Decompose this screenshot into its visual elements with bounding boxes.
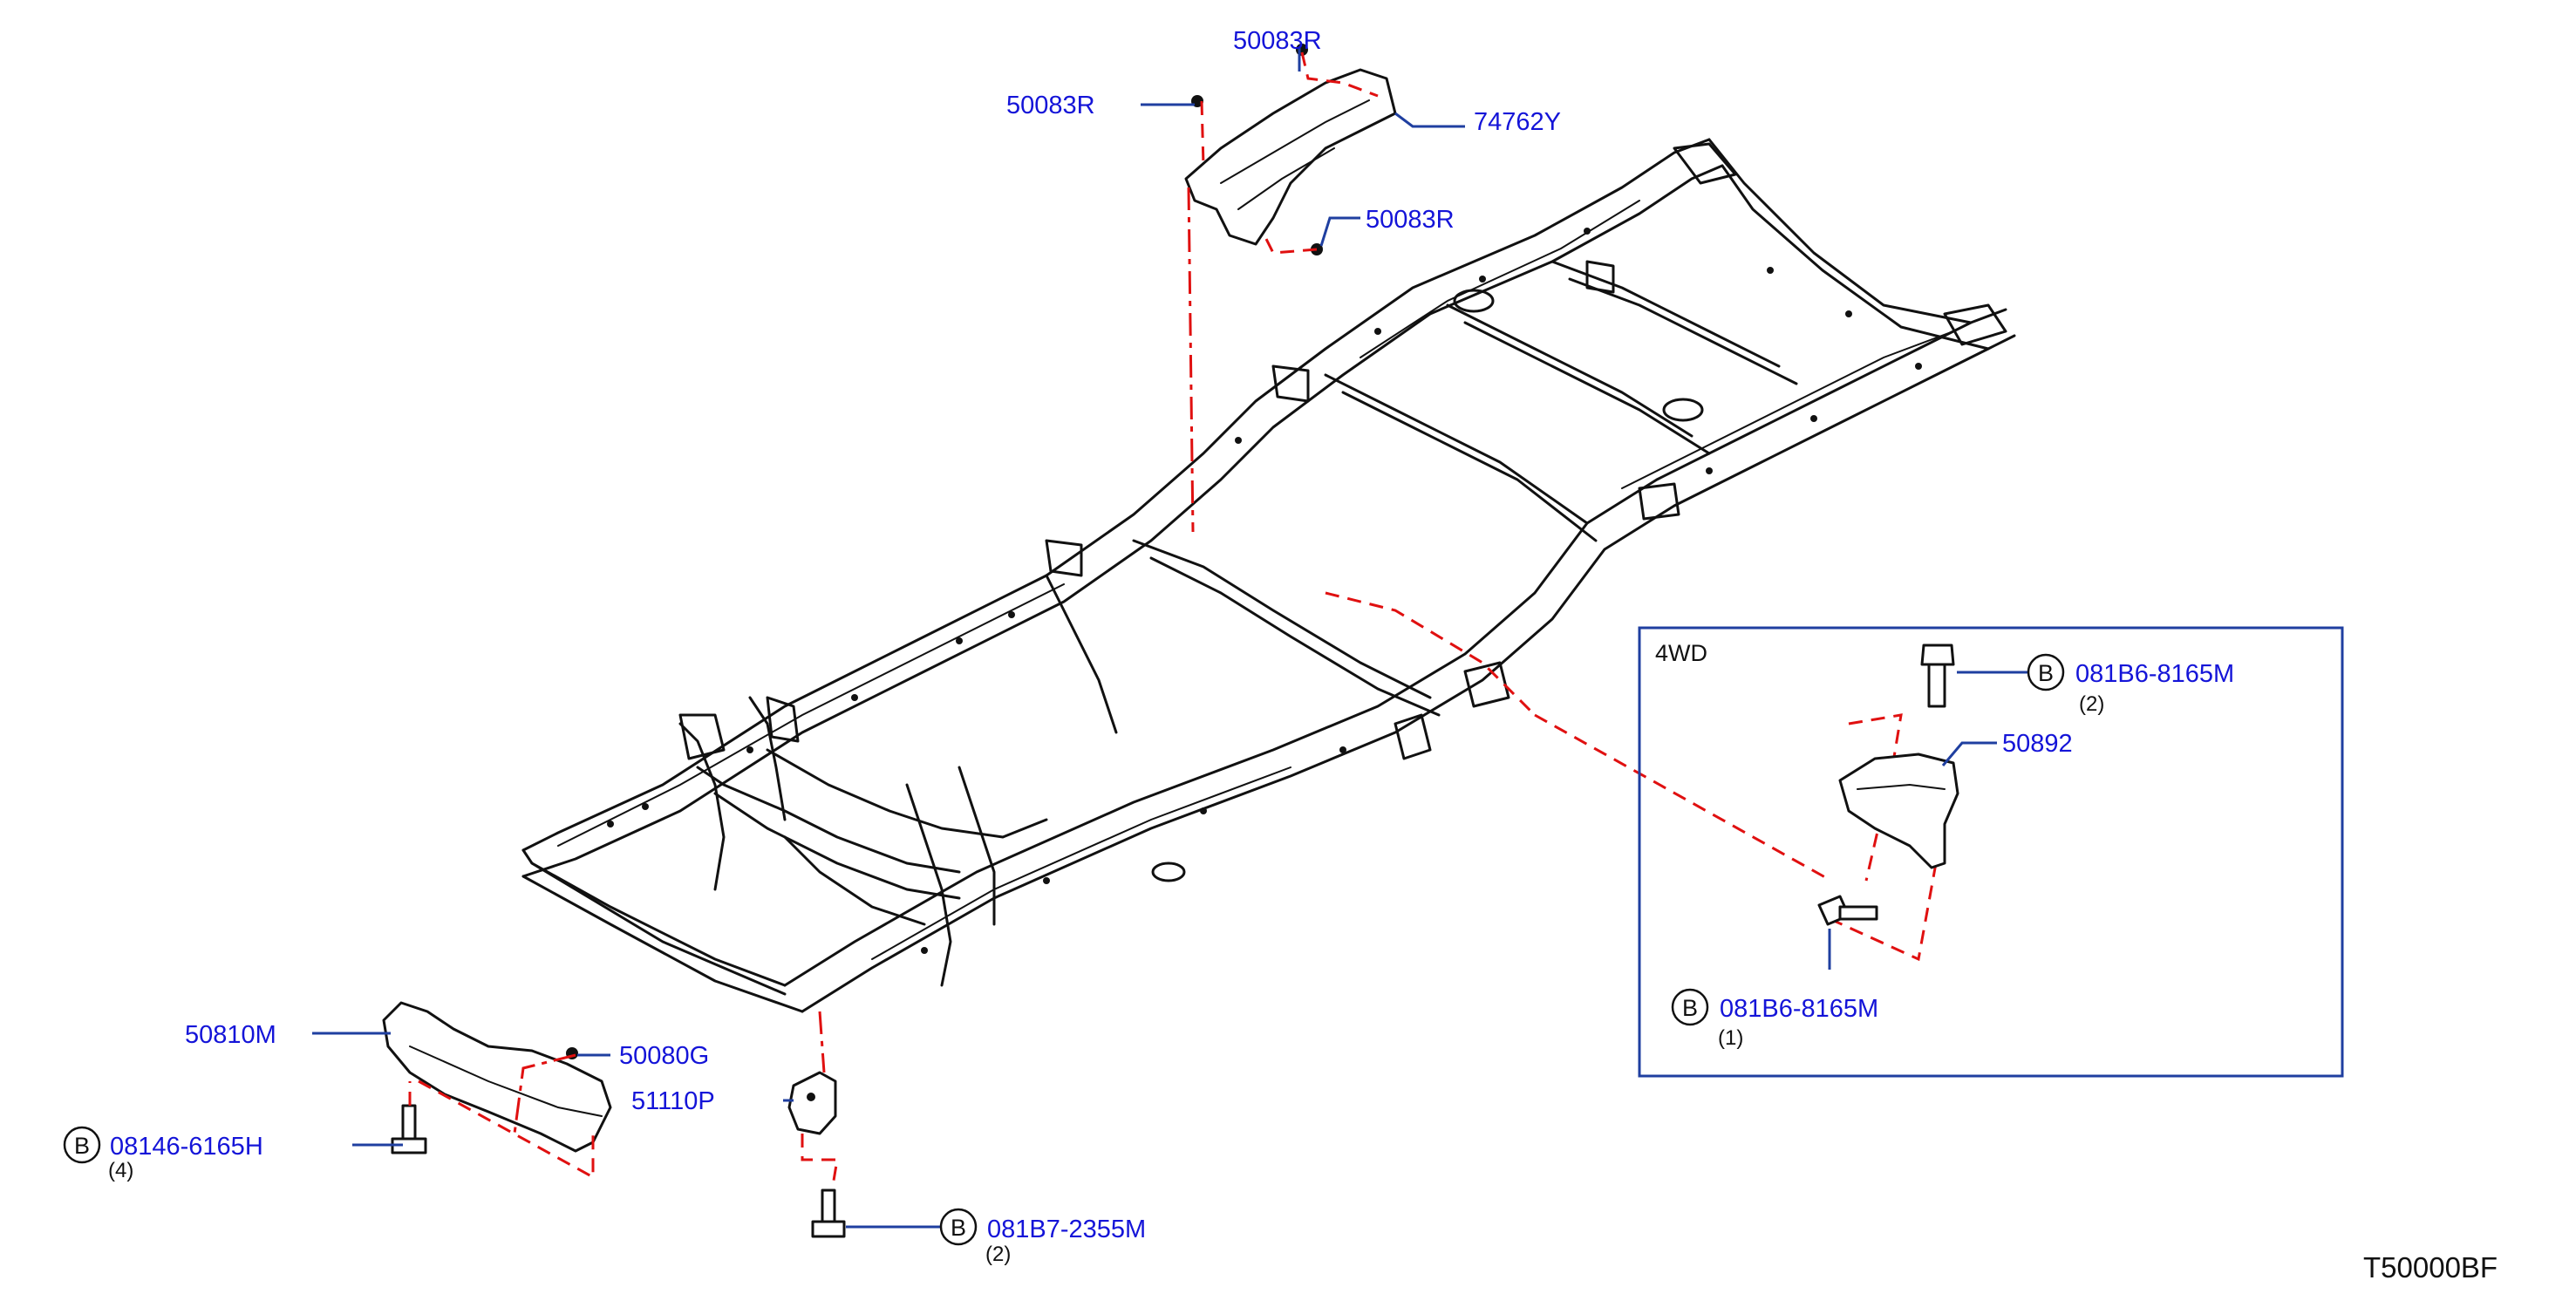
inset-bolt-upper-icon bbox=[1920, 644, 1955, 708]
standard-part-badge-icon: B bbox=[2027, 653, 2065, 691]
leader-lines bbox=[312, 48, 2027, 1229]
qty-08146-6165h: (4) bbox=[108, 1159, 133, 1182]
qty-081b6-8165m-lower: (1) bbox=[1718, 1026, 1743, 1050]
bolt-08146-6165h-icon bbox=[391, 1104, 427, 1154]
heat-insulator-74762y[interactable] bbox=[1184, 68, 1397, 246]
skid-plate-50810m[interactable] bbox=[382, 1001, 612, 1153]
standard-part-badge-icon: B bbox=[939, 1208, 978, 1246]
callout-08146-6165h[interactable]: 08146-6165H bbox=[110, 1133, 263, 1161]
svg-text:B: B bbox=[1682, 995, 1698, 1021]
callout-50080g[interactable]: 50080G bbox=[619, 1042, 709, 1070]
bracket-51110p[interactable] bbox=[787, 1071, 837, 1135]
callout-081b7-2355m[interactable]: 081B7-2355M bbox=[987, 1216, 1146, 1243]
standard-part-badge-icon: B bbox=[1671, 988, 1709, 1026]
qty-081b7-2355m: (2) bbox=[985, 1243, 1011, 1266]
callout-081b6-8165m-lower[interactable]: 081B6-8165M bbox=[1720, 995, 1878, 1023]
callout-081b6-8165m-upper[interactable]: 081B6-8165M bbox=[2075, 660, 2234, 688]
standard-part-badge-icon: B bbox=[63, 1126, 101, 1164]
inset-label: 4WD bbox=[1655, 640, 1707, 666]
inset-bolt-lower-icon bbox=[1817, 895, 1878, 926]
callout-50083r-left[interactable]: 50083R bbox=[1006, 92, 1095, 119]
indicator-lines bbox=[408, 51, 1938, 1187]
svg-text:B: B bbox=[2038, 660, 2054, 686]
callout-50083r-top[interactable]: 50083R bbox=[1233, 27, 1322, 55]
callout-50892[interactable]: 50892 bbox=[2002, 730, 2073, 758]
callout-50810m[interactable]: 50810M bbox=[185, 1021, 276, 1049]
diagram-code: T50000BF bbox=[2363, 1251, 2498, 1284]
bolt-081b7-2355m-icon bbox=[811, 1188, 846, 1238]
qty-081b6-8165m-upper: (2) bbox=[2079, 692, 2104, 716]
svg-text:B: B bbox=[951, 1215, 966, 1241]
bracket-50892[interactable] bbox=[1838, 753, 1959, 869]
callout-74762y[interactable]: 74762Y bbox=[1474, 108, 1561, 136]
vehicle-frame bbox=[521, 138, 2016, 1013]
svg-text:B: B bbox=[74, 1133, 90, 1159]
callout-51110p[interactable]: 51110P bbox=[631, 1087, 715, 1115]
inset-4wd-box bbox=[1638, 626, 2344, 1078]
callout-50083r-mid[interactable]: 50083R bbox=[1366, 206, 1455, 234]
